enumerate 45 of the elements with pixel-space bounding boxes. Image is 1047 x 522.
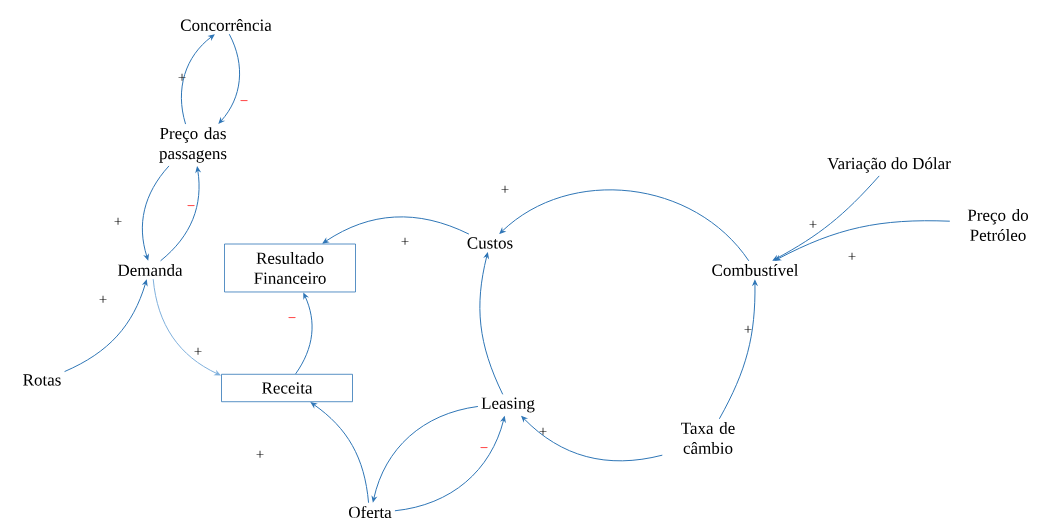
arrow [141,165,170,261]
arrow [180,34,215,125]
arrow [774,220,951,261]
variable-label: Preço das passagens [159,127,227,163]
arrow [772,175,880,261]
variable-label: Taxa de câmbio [681,422,735,454]
arrow [310,402,370,504]
arrow [160,166,201,262]
polarity-sign: + [256,450,264,458]
arrow [295,293,313,375]
stock-box: Resultado Financeiro [224,243,356,293]
polarity-sign: + [501,185,509,193]
variable-label: Leasing [481,397,535,413]
polarity-sign: − [480,447,488,449]
polarity-sign: + [809,220,817,228]
polarity-sign: − [288,317,296,319]
variable-label: Concorrência [180,19,272,31]
arrow [152,278,221,376]
variable-label: Preço do Petróleo [967,209,1029,241]
variable-label: Combustível [712,264,799,276]
arrow [718,279,758,420]
variable-label: Variação do Dólar [827,157,951,173]
arrow [479,252,504,395]
polarity-sign: + [114,217,122,225]
variable-label: Rotas [23,374,61,386]
arrow [394,416,506,512]
polarity-sign: + [848,252,856,260]
arrow [64,279,148,373]
arrow [322,216,470,244]
variable-label: Custos [467,237,513,249]
polarity-sign: + [744,325,752,333]
polarity-sign: + [99,295,107,303]
arrow [371,405,479,502]
polarity-sign: + [539,427,547,435]
arrow [218,33,241,124]
stock-box: Receita [221,373,353,403]
polarity-sign: + [178,73,186,81]
arrow [499,189,750,262]
polarity-sign: + [401,237,409,245]
polarity-sign: + [194,347,202,355]
polarity-sign: − [240,100,248,102]
variable-label: Demanda [117,264,183,276]
variable-label: Oferta [349,505,392,519]
arrow [521,416,663,462]
polarity-sign: − [187,205,195,207]
